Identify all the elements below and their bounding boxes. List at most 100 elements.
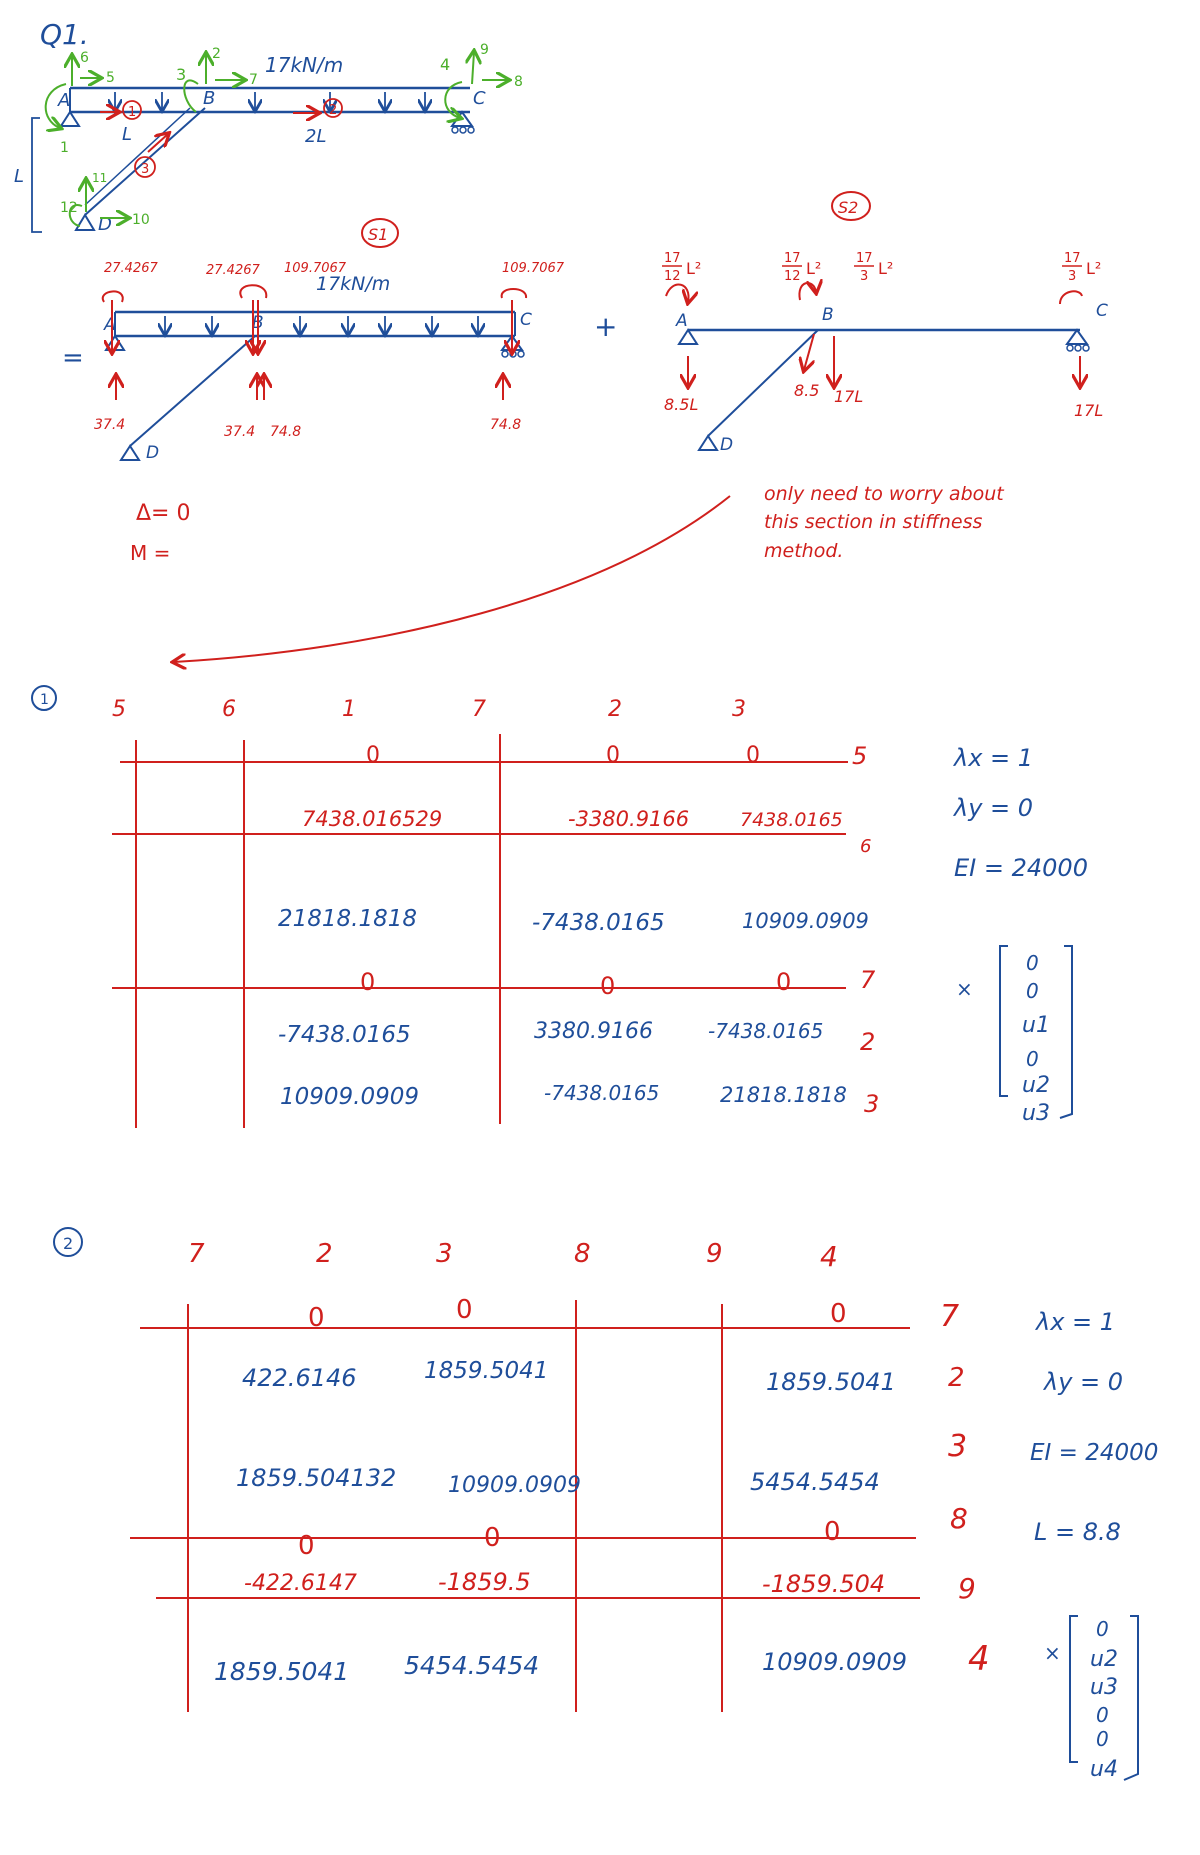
stiffness-matrix-1: 1 5 6 1 7 2 3 5 6 7 2 3 0 0 0 7438.01652…: [31, 685, 1088, 1128]
matrix2-col-8: 8: [574, 1239, 591, 1269]
s1-equals: =: [62, 343, 84, 373]
s1-moment-b-right: 109.7067: [284, 261, 347, 276]
matrix2-zero-r8-c3: 0: [824, 1517, 841, 1547]
svg-text:3: 3: [1068, 269, 1076, 284]
s2-node-d: D: [720, 435, 733, 455]
dof-label-9: 9: [480, 42, 489, 58]
matrix1-zero-r7-c3: 0: [776, 968, 791, 996]
matrix1-r2-c3: -7438.0165: [708, 1019, 823, 1043]
dof-label-1: 1: [60, 140, 69, 156]
stiffness-matrix-2: 2 7 2 3 8 9 4 7 2 3 8 9 4 0 0 0 422.6146…: [53, 1227, 1158, 1782]
s1-node-d: D: [146, 443, 159, 463]
dof-label-8: 8: [514, 74, 523, 90]
note-line-1: only need to worry about: [764, 483, 1005, 505]
matrix1-vec-1: 0: [1026, 979, 1039, 1003]
s2-moment-c: 17 3 L²: [1062, 251, 1101, 284]
matrix1-col-1: 1: [342, 697, 356, 722]
svg-text:3: 3: [860, 269, 868, 284]
matrix2-vec-2: u3: [1090, 1675, 1118, 1700]
s1-load-label: 17kN/m: [316, 273, 390, 295]
matrix1-vec-2: u1: [1022, 1013, 1050, 1038]
matrix2-zero-r7-c3: 0: [830, 1299, 847, 1329]
s2-reaction-c: 17L: [1074, 401, 1103, 420]
matrix1-row-label-6: 6: [860, 836, 871, 857]
matrix2-r3-c2: 10909.0909: [448, 1473, 581, 1498]
stiffness-note: only need to worry about this section in…: [174, 483, 1005, 662]
dof-label-4: 4: [440, 55, 450, 74]
matrix2-r2-c2: 1859.5041: [424, 1358, 548, 1384]
s1-reaction-c: 74.8: [490, 417, 521, 433]
matrix1-r3-c1: 10909.0909: [280, 1084, 419, 1110]
matrix1-row-label-3: 3: [864, 1090, 879, 1118]
matrix2-vec-5: u4: [1090, 1757, 1118, 1782]
support-a-icon: [59, 110, 81, 127]
s2-moment-b-left: 17 12 L²: [782, 251, 821, 284]
node-d: D: [98, 214, 112, 235]
matrix1-zero-r5-c2: 0: [606, 743, 620, 768]
matrix1-col-3: 3: [732, 697, 746, 722]
s1-node-c: C: [520, 310, 532, 330]
s2-reaction-b2: 17L: [834, 387, 863, 406]
matrix2-row-label-4: 4: [968, 1639, 990, 1679]
matrix1-param-ly: λy = 0: [952, 794, 1033, 822]
member-id-2: 2: [329, 103, 337, 118]
matrix1-col-7: 7: [472, 697, 486, 722]
member-id-1: 1: [128, 105, 136, 120]
plus-sign: +: [594, 310, 617, 343]
matrix1-col-6: 6: [222, 697, 236, 722]
matrix2-zero-r8-c2: 0: [484, 1523, 501, 1553]
matrix1-mult: ×: [956, 977, 973, 1001]
svg-text:L²: L²: [1086, 259, 1101, 278]
dof-label-7: 7: [249, 72, 258, 88]
note-m: M =: [130, 541, 170, 565]
matrix2-r3-c3: 5454.5454: [750, 1468, 880, 1496]
top-load-label: 17kN/m: [265, 53, 343, 77]
matrix2-row-label-9: 9: [958, 1572, 976, 1605]
matrix2-row-label-8: 8: [950, 1502, 968, 1535]
matrix1-param-lx: λx = 1: [952, 744, 1033, 772]
question-title: Q1.: [40, 18, 89, 51]
matrix2-r2-c3: 1859.5041: [766, 1368, 896, 1396]
matrix2-col-4: 4: [820, 1240, 838, 1273]
dof-label-6: 6: [80, 50, 89, 66]
note-line-3: method.: [764, 540, 843, 562]
matrix1-r6-c3: 7438.0165: [740, 809, 843, 831]
svg-text:L²: L²: [686, 259, 701, 278]
node-a: A: [57, 90, 70, 111]
s1-moment-b-left: 27.4267: [206, 263, 260, 278]
matrix2-vec-4: 0: [1096, 1727, 1109, 1751]
matrix2-r9-c3: -1859.504: [762, 1570, 885, 1598]
dof-label-12: 12: [60, 200, 78, 216]
node-b: B: [203, 88, 215, 109]
support-d-icon: [74, 213, 96, 231]
note-delta: Δ= 0: [136, 501, 190, 526]
matrix1-r2-c1: -7438.0165: [278, 1022, 411, 1048]
s2-label: S2: [838, 198, 858, 217]
svg-text:12: 12: [784, 269, 801, 284]
matrix2-col-7: 7: [188, 1239, 205, 1269]
matrix1-col-2: 2: [608, 697, 622, 722]
s2-node-b: B: [822, 305, 834, 325]
dof-label-10: 10: [132, 212, 150, 228]
s1-reaction-b1: 37.4: [224, 424, 255, 440]
matrix2-row-label-3: 3: [948, 1429, 967, 1464]
matrix1-r6-c1: 7438.016529: [302, 807, 442, 831]
matrix2-r4-c2: 5454.5454: [404, 1651, 539, 1680]
matrix2-zero-r7-c2: 0: [456, 1295, 473, 1325]
matrix1-col-5: 5: [112, 697, 126, 722]
matrix1-r2-c2: 3380.9166: [534, 1019, 653, 1044]
matrix2-col-9: 9: [706, 1239, 723, 1269]
matrix2-r9-c1: -422.6147: [244, 1571, 357, 1596]
matrix2-vec-3: 0: [1096, 1703, 1109, 1727]
s1-node-a: A: [103, 315, 116, 335]
matrix2-r2-c1: 422.6146: [242, 1364, 357, 1392]
matrix1-zero-r5-c3: 0: [746, 743, 760, 768]
matrix2-param-lx: λx = 1: [1034, 1308, 1115, 1336]
matrix2-zero-r7-c1: 0: [308, 1303, 325, 1333]
matrix1-r1-c2: -7438.0165: [532, 910, 665, 936]
s2-node-c: C: [1096, 301, 1108, 321]
matrix2-col-2: 2: [316, 1239, 333, 1269]
matrix1-vec-5: u3: [1022, 1101, 1050, 1126]
matrix2-param-ei: EI = 24000: [1030, 1440, 1158, 1466]
